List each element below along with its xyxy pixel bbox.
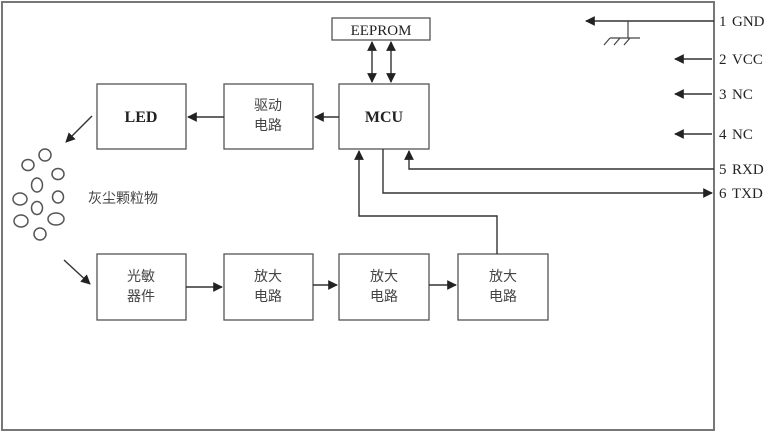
pin-3-name: NC [732,87,753,103]
led-emission-arrow [65,115,93,143]
rxd-to-mcu-line [404,150,714,170]
pin-2-number: 2 [719,52,727,68]
mcu-to-txd-line [382,149,713,198]
pin-3-number: 3 [719,87,727,103]
pin-5-name: RXD [732,162,764,178]
amp2-label-line2: 电路 [370,289,398,305]
pin-4-number: 4 [719,127,727,143]
pin-1-name: GND [732,14,765,30]
pin-4-name: NC [732,127,753,143]
pin-labels: 1 GND 2 VCC 3 NC 4 NC 5 RXD 6 TXD [719,14,765,202]
led-block: LED [96,83,187,150]
pin-2-name: VCC [732,52,763,68]
amp2-label-line1: 放大 [370,269,398,285]
eeprom-label: EEPROM [351,23,412,39]
pin-6-name: TXD [732,186,763,202]
module-frame [1,1,715,431]
ground-symbol-icon [603,21,640,46]
photosensor-label-line2: 器件 [127,289,155,305]
amplifier-block-2: 放大 电路 [338,253,430,321]
photosensor-label-line1: 光敏 [127,269,155,285]
pin-6-number: 6 [719,186,727,202]
driver-label-line2: 电路 [254,118,282,134]
driver-circuit-block: 驱动 电路 [223,83,314,150]
pin-1-number: 1 [719,14,727,30]
eeprom-block: EEPROM [331,17,431,41]
pin-5-number: 5 [719,162,727,178]
amplifier-block-3: 放大 电路 [457,253,549,321]
amp3-label-line1: 放大 [489,269,517,285]
dust-particles-icon [12,148,65,241]
mcu-label: MCU [365,109,404,126]
amp1-label-line1: 放大 [254,269,282,285]
dust-particles-label: 灰尘颗粒物 [88,191,158,207]
photosensor-block: 光敏 器件 [96,253,187,321]
driver-label-line1: 驱动 [254,98,282,114]
mcu-block: MCU [338,83,430,150]
amp1-label-line2: 电路 [254,289,282,305]
amplifier-block-1: 放大 电路 [223,253,314,321]
led-label: LED [125,109,158,126]
amp3-to-mcu-signal [354,150,498,254]
scatter-arrow [63,259,91,285]
amp3-label-line2: 电路 [489,289,517,305]
